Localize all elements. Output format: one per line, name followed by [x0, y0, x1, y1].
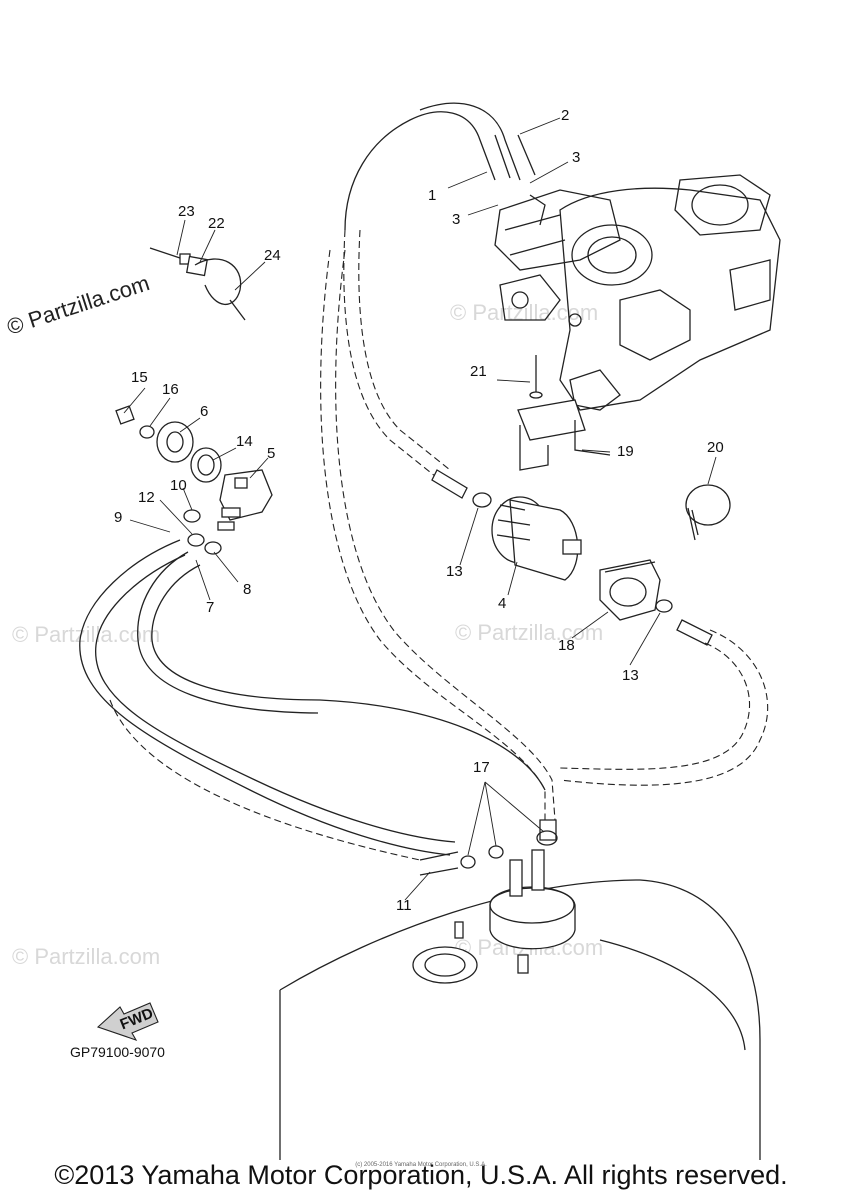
diagram-code: GP79100-9070 — [70, 1044, 165, 1060]
strap-assembly — [149, 247, 246, 321]
callout-11: 11 — [396, 897, 412, 914]
callout-6: 6 — [200, 403, 208, 420]
hose-9 — [79, 539, 456, 856]
callout-12: 12 — [138, 489, 155, 506]
holder-18 — [599, 559, 661, 621]
clip-13 — [472, 492, 673, 613]
clip-8 — [204, 541, 222, 555]
callout-10: 10 — [170, 477, 187, 494]
watermark-text: © Partzilla.com — [455, 620, 603, 645]
callout-17: 17 — [473, 759, 490, 776]
callout-22: 22 — [208, 215, 225, 232]
callout-16: 16 — [162, 381, 179, 398]
fwd-arrow-icon: FWD — [96, 1002, 159, 1041]
callout-23: 23 — [178, 203, 195, 220]
clip-10 — [183, 509, 201, 523]
fuel-cock-assembly — [115, 405, 273, 531]
leader-lines — [123, 117, 717, 901]
callout-3: 3 — [452, 211, 460, 228]
hose-1 — [343, 111, 511, 499]
callout-14: 14 — [236, 433, 253, 450]
callout-2: 2 — [561, 107, 569, 124]
return-hose — [559, 619, 769, 786]
callout-19: 19 — [617, 443, 634, 460]
watermark-primary: © Partzilla.com — [4, 270, 153, 340]
callout-21: 21 — [470, 363, 487, 380]
callout-20: 20 — [707, 439, 724, 456]
callout-9: 9 — [114, 509, 122, 526]
hose-11 — [109, 699, 459, 876]
bracket-19 — [517, 355, 611, 471]
callout-13: 13 — [446, 563, 463, 580]
callout-24: 24 — [264, 247, 281, 264]
callout-3: 3 — [572, 149, 580, 166]
fuel-tank — [279, 849, 761, 1160]
callout-numbers: 1 2 3 3 4 5 6 7 8 9 10 11 12 13 13 14 15… — [114, 107, 724, 914]
callout-15: 15 — [131, 369, 148, 386]
engine-carburetor-assembly — [494, 174, 781, 411]
callout-13: 13 — [622, 667, 639, 684]
callout-8: 8 — [243, 581, 251, 598]
tiny-copyright: (c) 2005-2016 Yamaha Motor Corporation, … — [355, 1162, 487, 1168]
watermark-text: © Partzilla.com — [450, 300, 598, 325]
watermark-text: © Partzilla.com — [12, 944, 160, 969]
callout-1: 1 — [428, 187, 436, 204]
hose-7 — [137, 551, 546, 791]
clamp-20 — [685, 484, 731, 541]
callout-18: 18 — [558, 637, 575, 654]
callout-5: 5 — [267, 445, 275, 462]
watermark-text: © Partzilla.com — [12, 622, 160, 647]
callout-7: 7 — [206, 599, 214, 616]
clip-12 — [187, 533, 205, 547]
callout-4: 4 — [498, 595, 506, 612]
copyright-notice: ©2013 Yamaha Motor Corporation, U.S.A. A… — [54, 1160, 788, 1190]
fuel-filter — [491, 496, 582, 581]
